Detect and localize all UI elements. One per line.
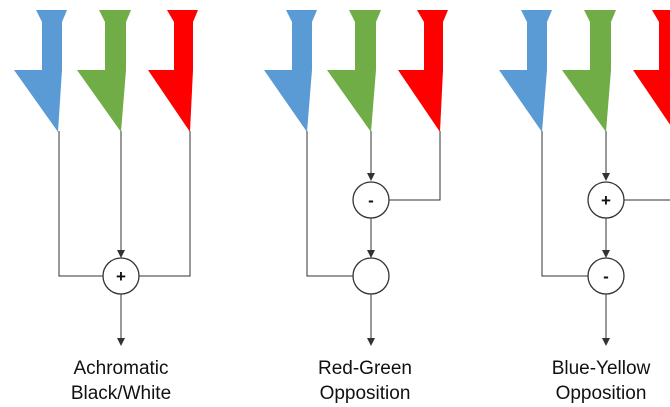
panel-red-green: - (264, 10, 448, 346)
caption-blue-yellow: Blue-Yellow Opposition (501, 356, 670, 406)
combine-node-circle (352, 257, 390, 295)
diff-node-sign: - (368, 191, 374, 210)
sum-node-sign: + (601, 191, 611, 210)
caption-line-1: Blue-Yellow (551, 358, 651, 379)
s-cone-shape (14, 10, 67, 132)
caption-line-1: Red-Green (318, 358, 412, 379)
m-cone-shape (327, 10, 381, 132)
caption-line-1: Achromatic (73, 358, 169, 379)
panel-achromatic: + (14, 10, 198, 346)
m-cone-shape (562, 10, 616, 132)
wire-l-to-diff (389, 131, 441, 201)
caption-line-2: Black/White (70, 383, 172, 404)
l-cone-shape (633, 10, 670, 125)
s-cone-shape (499, 10, 552, 132)
s-cone-shape (264, 10, 317, 132)
diff-node-sign: - (603, 267, 609, 286)
wire-s-to-sum (58, 131, 103, 277)
l-cone-shape (148, 10, 198, 132)
m-cone-shape (77, 10, 131, 132)
l-cone-shape (398, 10, 448, 132)
wire-l-to-sum (139, 131, 191, 277)
panel-blue-yellow: + - (499, 10, 670, 346)
caption-achromatic: Achromatic Black/White (21, 356, 221, 406)
caption-line-2: Opposition (555, 383, 647, 404)
wire-s-to-combine (306, 131, 353, 277)
caption-line-2: Opposition (319, 383, 411, 404)
caption-red-green: Red-Green Opposition (265, 356, 465, 406)
sum-node-sign: + (116, 267, 126, 286)
wire-s-to-diff (541, 131, 588, 277)
